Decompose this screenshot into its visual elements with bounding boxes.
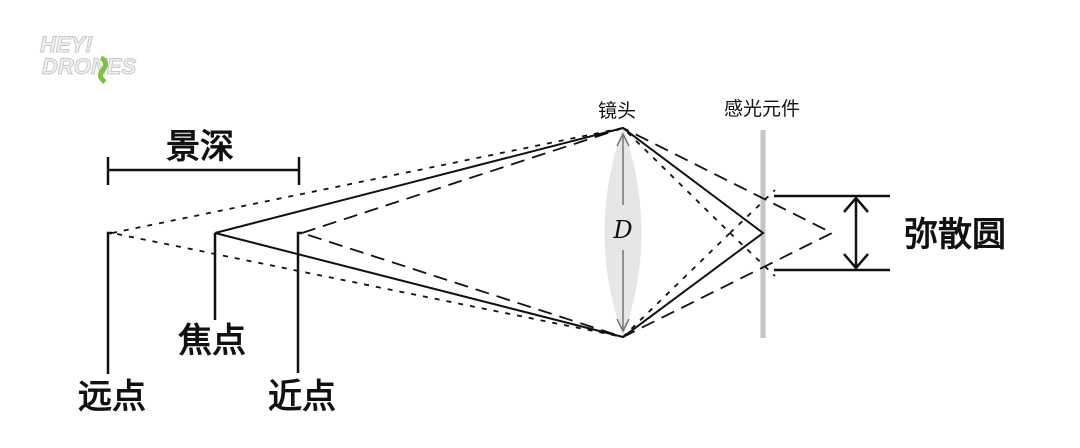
far-point-label: 远点 — [78, 377, 146, 417]
near-point-label: 近点 — [268, 377, 336, 417]
near-point-rays — [301, 127, 835, 338]
aperture-arrow — [616, 132, 630, 333]
far-point-marker — [106, 231, 112, 374]
logo: HEY! DRONES — [40, 32, 137, 84]
circle-of-confusion-label: 弥散圆 — [904, 215, 1006, 255]
aperture-label: D — [612, 216, 632, 244]
logo-leaf-icon — [97, 55, 109, 84]
circle-of-confusion-bracket — [774, 194, 890, 272]
focus-rays — [214, 126, 765, 339]
depth-of-field-label: 景深 — [166, 127, 234, 167]
lens-shape — [604, 128, 642, 337]
svg-text:HEY!: HEY! — [40, 32, 93, 57]
depth-of-field-bracket — [106, 157, 301, 185]
sensor-label: 感光元件 — [724, 98, 800, 120]
focus-point-label: 焦点 — [178, 321, 246, 361]
lens-label: 镜头 — [598, 100, 636, 122]
far-point-rays — [111, 127, 776, 338]
svg-text:DRONES: DRONES — [42, 54, 136, 79]
near-point-marker — [296, 231, 302, 373]
